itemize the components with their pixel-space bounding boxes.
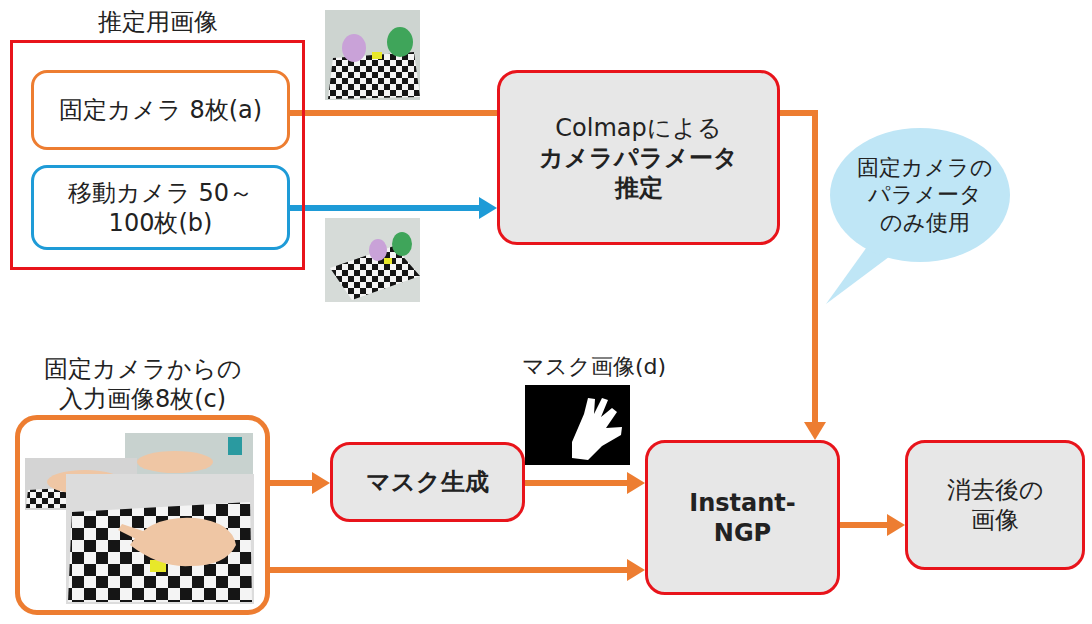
node-text: 消去後の 画像 [940,475,1050,535]
process-box: Instant- NGP [645,440,840,595]
connector-line [270,567,631,573]
mask-image [525,385,630,465]
arrow-head [479,197,497,219]
node-text: カメラパラメータ 推定 [526,143,751,203]
image-label: マスク画像(d) [522,352,666,382]
connector-line [780,113,815,426]
group-frame: 推定用画像固定カメラ 8枚(a)移動カメラ 50～100枚(b) [10,40,305,270]
input-group-box: 固定カメラからの 入力画像8枚(c) [15,415,270,615]
process-box: Colmapによるカメラパラメータ 推定 [497,70,780,245]
node-text: Instant- NGP [678,488,808,548]
arrow-head [804,422,826,440]
arrow-head [627,559,645,581]
process-box: マスク生成 [330,442,525,522]
moving-camera-photo [325,218,420,302]
arrow-head [627,472,645,494]
connector-line [290,110,497,116]
node-text: Colmapによる [555,113,721,143]
connector-line [840,522,891,528]
group-heading: 固定カメラからの 入力画像8枚(c) [0,354,285,414]
node-text: 移動カメラ 50～100枚(b) [58,178,263,238]
connector-arrow [840,514,905,536]
camera-box: 固定カメラ 8枚(a) [31,70,290,150]
input-photos [25,433,254,604]
connector-arrow [525,472,645,494]
node-text: 固定カメラ 8枚(a) [59,95,262,125]
connector-arrow [780,113,826,440]
arrow-head [887,514,905,536]
node-text: マスク生成 [366,467,489,497]
callout-bubble: 固定カメラの パラメータ のみ使用 [830,128,1020,262]
connector-line [290,205,483,211]
connector-arrow [270,472,330,494]
camera-box: 移動カメラ 50～100枚(b) [31,165,290,250]
connector-arrow [270,559,645,581]
connector-arrow [290,113,497,114]
arrow-head [312,472,330,494]
connector-arrow [290,197,497,219]
fixed-camera-photo [325,10,420,100]
node-text: 固定カメラの パラメータ のみ使用 [845,154,1005,237]
output-box: 消去後の 画像 [905,440,1085,570]
connector-line [525,480,631,486]
connector-line [270,480,316,486]
group-heading: 推定用画像 [0,7,322,37]
